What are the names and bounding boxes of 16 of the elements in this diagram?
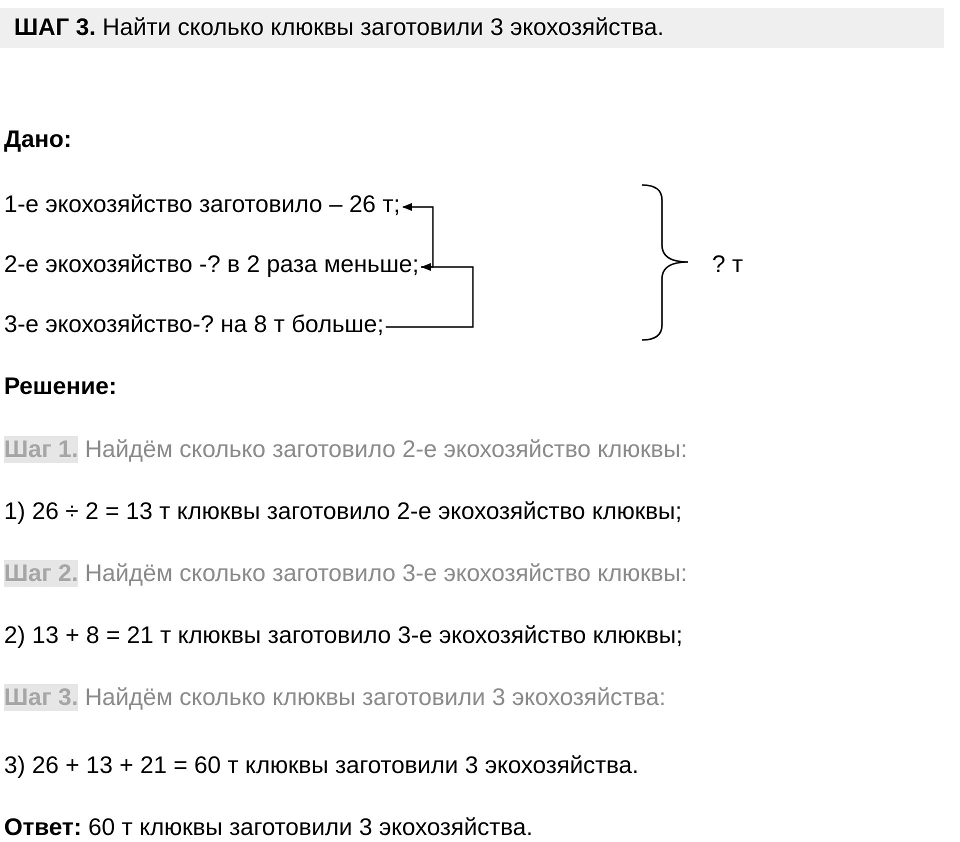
solution-line: 1) 26 ÷ 2 = 13 т клюквы заготовило 2-е экохозяйство клюквы; xyxy=(4,497,682,527)
brace-label: ? т xyxy=(712,250,744,280)
solution-line: 2) 13 + 8 = 21 т клюквы заготовило 3-е экохозяйство клюквы; xyxy=(4,621,683,651)
step-text: Шаг 1. Найдём сколько заготовило 2-е экохозяйство клюквы: xyxy=(4,435,688,465)
section-heading: Решение: xyxy=(4,372,117,402)
section-heading: Дано: xyxy=(4,125,72,155)
arrow xyxy=(402,203,434,268)
given-statement: 3-е экохозяйство-? на 8 т больше; xyxy=(4,310,384,340)
answer-text: Ответ: 60 т клюквы заготовили 3 экохозяйства. xyxy=(4,813,533,842)
arrow xyxy=(386,263,474,328)
step-text: Шаг 2. Найдём сколько заготовило 3-е экохозяйство клюквы: xyxy=(4,559,688,589)
given-statement: 2-е экохозяйство -? в 2 раза меньше; xyxy=(4,250,419,280)
heading: ШАГ 3. Найти сколько клюквы заготовили 3 экохозяйства. xyxy=(0,8,944,48)
step-text: Шаг 3. Найдём сколько клюквы заготовили 3 экохозяйства: xyxy=(4,683,666,713)
given-statement: 1-е экохозяйство заготовило – 26 т; xyxy=(4,190,400,220)
solution-line: 3) 26 + 13 + 21 = 60 т клюквы заготовили 3 экохозяйства. xyxy=(4,751,639,781)
